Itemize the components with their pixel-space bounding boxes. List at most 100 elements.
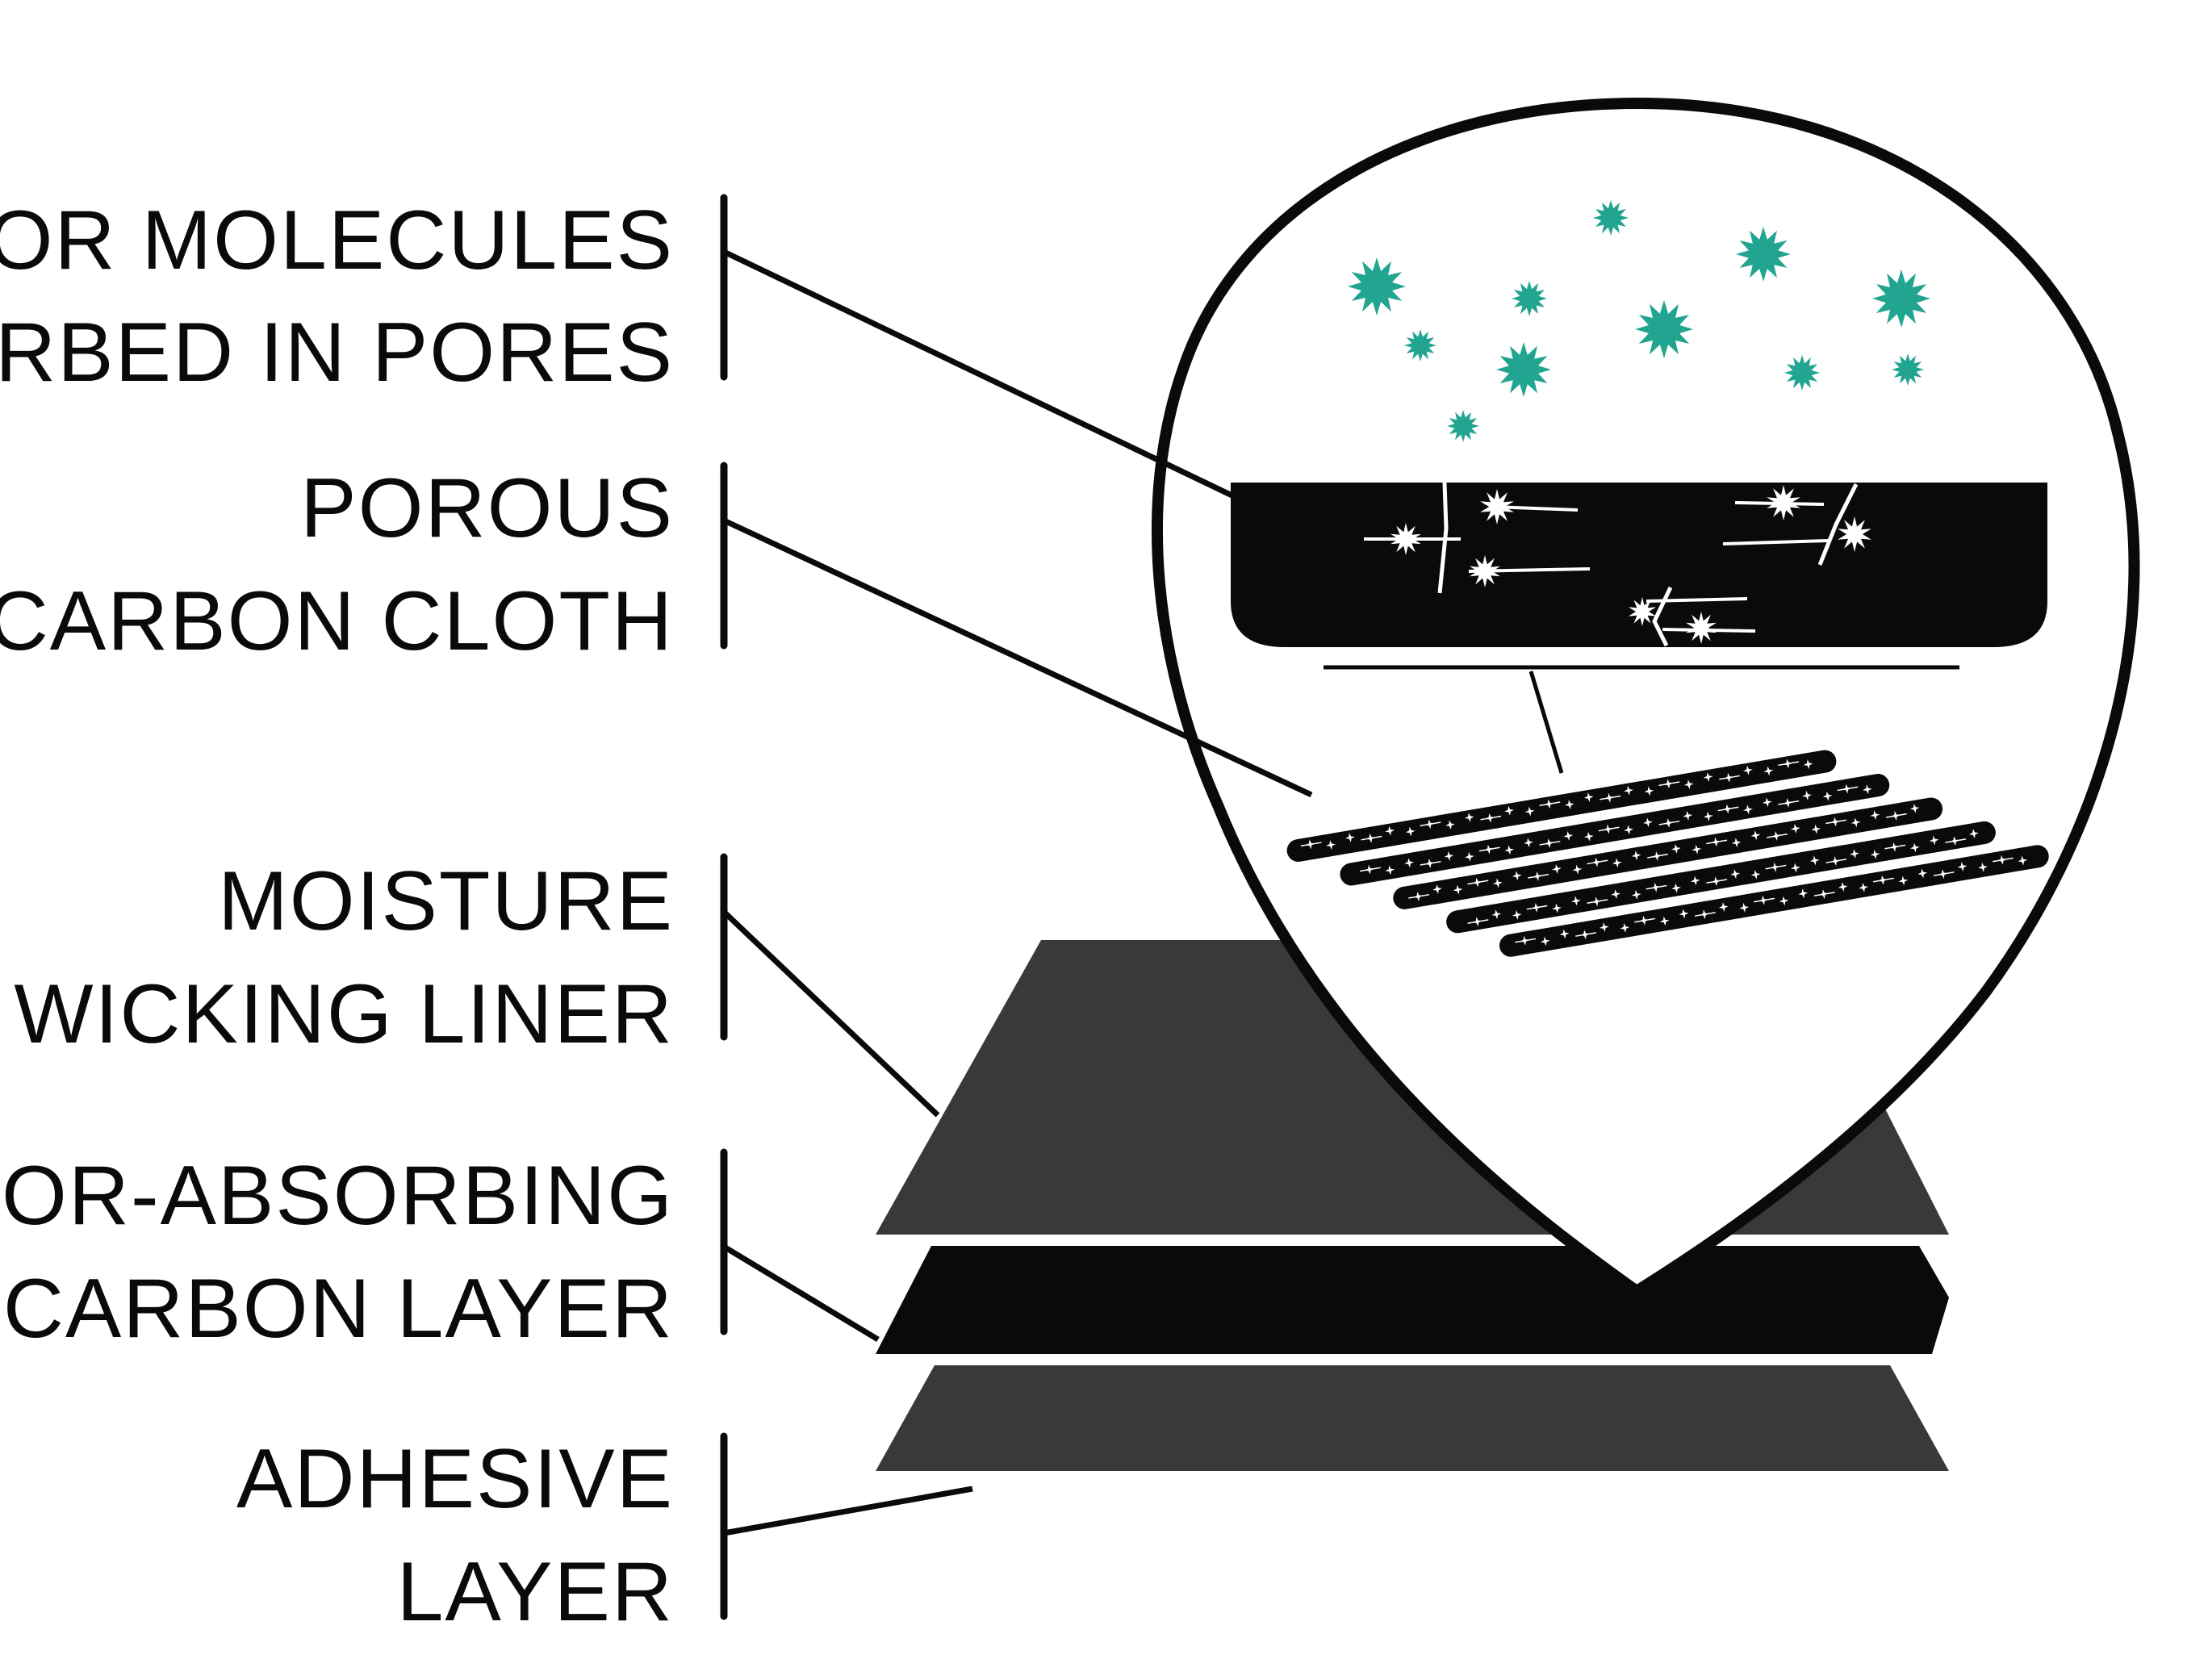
pore-sparkle-streak	[1467, 880, 1489, 885]
pore-sparkle-streak	[1706, 879, 1728, 884]
white-sparkle-icon	[1445, 820, 1455, 830]
white-sparkle-icon	[1859, 882, 1869, 892]
pore-sparkle-streak	[1778, 800, 1800, 805]
teal-starburst-icon	[1736, 227, 1791, 282]
leader-carbon-layer	[722, 1244, 880, 1342]
pore-sparkle-streak	[1933, 871, 1955, 876]
pore-crack	[1652, 586, 1673, 647]
pore-sparkle-streak	[1872, 877, 1894, 883]
teal-starburst-icon	[1348, 257, 1406, 316]
white-sparkle-icon	[1326, 840, 1336, 850]
callout-labels: ODOR MOLECULES ADSORBED IN PORES POROUS …	[0, 194, 674, 1639]
white-sparkle-icon	[1465, 851, 1474, 862]
pore-sparkle-streak	[1634, 917, 1656, 923]
cloth-strand-body	[1446, 821, 1996, 934]
white-sparkle-icon	[1779, 896, 1789, 906]
label-adhesive-layer-line2: LAYER	[397, 1545, 674, 1639]
white-sparkle-icon	[1659, 916, 1670, 926]
cloth-strand	[1393, 797, 1943, 909]
pore-sparkle-streak	[1420, 860, 1441, 866]
pore-sparkle-streak	[1837, 786, 1859, 792]
white-sparkle-icon	[1344, 833, 1355, 842]
label-moisture-liner-line2: WICKING LINER	[14, 967, 674, 1061]
cross-section-connector	[1528, 671, 1564, 774]
pore-sparkle-streak	[1526, 905, 1548, 910]
white-sparkle-icon	[1762, 797, 1772, 808]
pore-sparkle-streak	[1992, 857, 2014, 863]
pore-sparkle-streak	[1766, 833, 1788, 838]
pore-sparkle-streak	[1765, 864, 1787, 870]
pore-sparkle-streak	[1480, 815, 1502, 821]
white-sparkle-icon	[1671, 883, 1681, 893]
white-sparkle-icon	[1822, 791, 1833, 801]
leader-adhesive-layer	[723, 1486, 973, 1536]
white-sparkle-icon	[1763, 766, 1774, 776]
white-sparkle-icon	[1838, 882, 1848, 892]
white-sparkle-icon	[1512, 909, 1522, 920]
pore-sparkle-streak	[1467, 919, 1489, 924]
white-sparkle-icon	[1612, 858, 1622, 868]
white-sparkle-icon	[1731, 838, 1742, 848]
white-sparkle-icon	[1730, 869, 1741, 880]
pore-sparkle-streak	[1600, 795, 1621, 800]
pore-sparkle-streak	[1575, 932, 1596, 937]
pore-sparkle-streak	[1884, 844, 1906, 850]
white-sparkle-icon	[1790, 863, 1800, 873]
pore-sparkle-streak	[1778, 761, 1800, 767]
pore-sparkle-streak	[1539, 801, 1561, 807]
white-sparkle-icon	[1491, 909, 1502, 920]
pore-sparkle-streak	[1420, 821, 1441, 827]
white-sparkle-icon	[1743, 804, 1753, 815]
white-sparkle-icon	[1563, 831, 1574, 841]
white-sparkle-icon	[1583, 792, 1594, 802]
white-sparkle-icon	[1464, 813, 1474, 822]
white-sparkle-icon	[1863, 784, 1872, 795]
pore-sparkle-streak	[1359, 867, 1381, 872]
leader-porous-cloth	[722, 517, 1313, 798]
white-sparkle-icon	[1524, 838, 1533, 848]
label-carbon-layer-line1: ODOR-ABSORBING	[0, 1149, 674, 1243]
teal-starburst-icon	[1593, 200, 1629, 236]
label-moisture-liner-line1: MOISTURE	[218, 855, 674, 948]
teal-starburst-icon	[1512, 281, 1547, 316]
pore-sparkle-streak	[1813, 892, 1835, 896]
pore-sparkles	[1364, 485, 1871, 644]
white-sparkle-icon	[1572, 864, 1583, 875]
white-sparkle-icon	[1917, 868, 1928, 879]
porous-carbon-cloth	[1286, 750, 2049, 957]
carbon-fiber-cross-section	[1231, 482, 2047, 647]
white-sparkle-icon	[1909, 803, 1920, 813]
magnifier-bubble	[1151, 97, 2140, 1298]
teal-starburst-icon	[1872, 270, 1930, 328]
label-odor-molecules-line2: ADSORBED IN PORES	[0, 306, 674, 399]
pore-sparkle-streak	[1528, 873, 1549, 879]
white-sparkle-icon	[1850, 849, 1859, 859]
white-sparkle-icon	[1552, 863, 1562, 874]
white-sparkle-icon	[1644, 786, 1654, 796]
white-sparkle-icon	[1686, 612, 1717, 644]
pore-sparkle-streak	[1658, 781, 1680, 787]
white-sparkle-icon	[1968, 829, 1979, 838]
teal-starburst-icon	[1447, 410, 1479, 442]
white-sparkle-icon	[1385, 865, 1395, 876]
white-sparkle-icon	[1718, 902, 1729, 912]
white-sparkle-icon	[1811, 824, 1821, 834]
white-sparkle-icon	[1624, 825, 1634, 835]
leader-lines	[721, 249, 1313, 1536]
white-sparkle-icon	[1909, 842, 1920, 853]
white-sparkle-icon	[1683, 811, 1693, 821]
white-sparkle-icon	[1524, 806, 1535, 817]
pore-sparkle-streak	[1646, 884, 1667, 890]
white-sparkle-icon	[1790, 823, 1800, 834]
cloth-strand	[1499, 845, 2049, 957]
pore-sparkle-streak	[1734, 501, 1825, 506]
white-sparkle-icon	[1620, 922, 1630, 933]
white-sparkle-icon	[1570, 896, 1581, 906]
white-sparkle-icon	[1957, 862, 1968, 871]
leader-odor-molecules	[722, 249, 1240, 502]
carbon-fiber-bar	[1231, 483, 2047, 647]
white-sparkle-icon	[1564, 800, 1574, 810]
pore-crack	[1437, 482, 1449, 594]
adhesive-layer	[876, 1365, 1949, 1471]
